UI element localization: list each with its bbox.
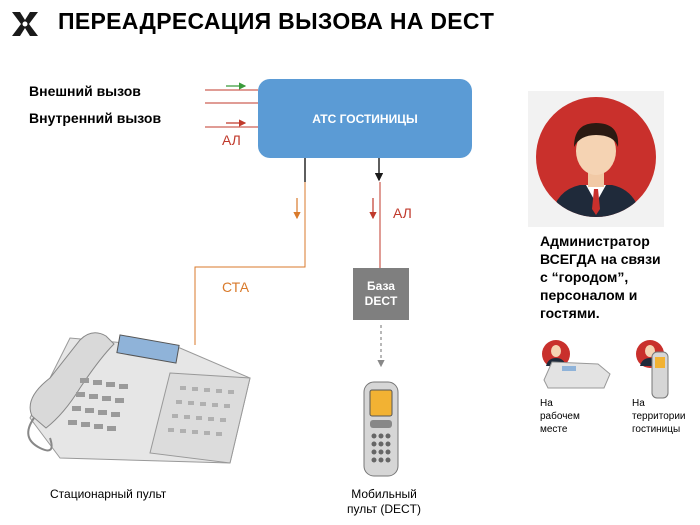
desk-phone-icon (20, 318, 252, 473)
territory-caption-line2: территории (632, 411, 686, 422)
desk-caption-line3: месте (540, 424, 568, 435)
mobile-caption-line2: пульт (DECT) (346, 502, 422, 516)
dect-base-box: База DECT (353, 268, 409, 320)
ats-box: АТС ГОСТИНИЦЫ (258, 79, 472, 158)
mobile-caption-line1: Мобильный (351, 487, 417, 501)
desk-caption-line1: На (540, 398, 553, 409)
desk-caption-line2: рабочем (540, 411, 580, 422)
admin-text-line2: ВСЕГДА на связи (540, 251, 661, 267)
admin-text: Администратор ВСЕГДА на связи с “городом… (540, 232, 661, 322)
territory-caption-line3: гостиницы (632, 424, 681, 435)
admin-mobile-icon (634, 338, 674, 405)
admin-text-line3: с “городом”, (540, 269, 629, 285)
internal-call-label: Внутренний вызов (29, 110, 162, 126)
stationary-caption-text: Стационарный пульт (50, 487, 167, 501)
ats-label: АТС ГОСТИНИЦЫ (312, 111, 418, 126)
dect-base-line1: База (367, 279, 395, 293)
stationary-caption: Стационарный пульт (50, 487, 166, 502)
dect-base-line2: DECT (364, 294, 398, 308)
al-left-label: АЛ (222, 132, 241, 148)
admin-text-line1: Администратор (540, 233, 650, 249)
mobile-caption: Мобильный пульт (DECT) (338, 487, 430, 517)
logo-icon (10, 10, 40, 38)
mobile-phone-icon (362, 380, 400, 483)
sta-label: СТА (222, 279, 250, 295)
al-right-label: АЛ (393, 205, 412, 221)
admin-desk-icon (538, 338, 612, 395)
territory-caption-line1: На (632, 398, 645, 409)
admin-avatar-icon (536, 97, 656, 217)
admin-text-line4: персоналом и (540, 287, 638, 303)
page-title: ПЕРЕАДРЕСАЦИЯ ВЫЗОВА НА DECT (58, 8, 495, 34)
territory-caption: На территории гостиницы (632, 397, 686, 436)
external-call-label: Внешний вызов (29, 83, 141, 99)
admin-text-line5: гостями. (540, 305, 600, 321)
desk-caption: На рабочем месте (540, 397, 580, 436)
admin-avatar (528, 91, 664, 227)
